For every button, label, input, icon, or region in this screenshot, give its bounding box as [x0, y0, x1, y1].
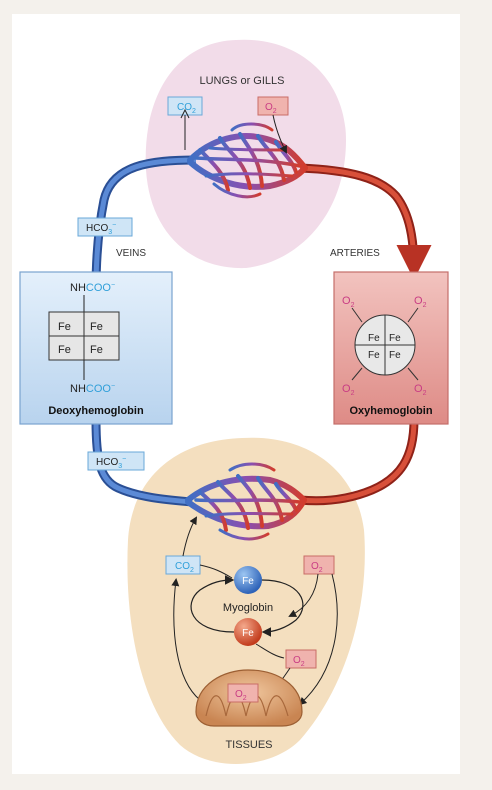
svg-text:HCO3−: HCO3−	[86, 222, 116, 236]
hco3-tag-upper: HCO3−	[77, 217, 133, 237]
tissue-capillary-bed	[185, 462, 307, 541]
svg-text:O2: O2	[311, 561, 323, 574]
lungs-label: LUNGS or GILLS	[200, 75, 285, 87]
veins-vessel	[91, 155, 197, 507]
deoxyhemoglobin-label: Deoxyhemoglobin	[48, 405, 144, 417]
lung-o2-arrow	[272, 114, 287, 154]
svg-text:CO2: CO2	[175, 561, 194, 574]
myoglobin-fe-oxy-icon	[234, 618, 262, 646]
veins-label: VEINS	[116, 248, 146, 259]
oxy-fe-1: Fe	[368, 333, 380, 344]
arteries-label: ARTERIES	[330, 248, 380, 259]
co2-myoglobin-link	[199, 564, 233, 579]
svg-text:CO2: CO2	[177, 102, 196, 115]
deoxy-fe-4: Fe	[90, 344, 103, 356]
oxy-fe-4: Fe	[389, 350, 401, 361]
oxyhemoglobin-label: Oxyhemoglobin	[349, 405, 432, 417]
lung-capillary-bed	[187, 122, 308, 199]
oxy-o2-2: O2	[414, 295, 427, 309]
myoglobin-fe-deoxy-icon	[234, 566, 262, 594]
deoxy-fe-3: Fe	[58, 344, 71, 356]
oxy-fe-3: Fe	[368, 350, 380, 361]
myoglobin-o2-tag: O2	[285, 649, 317, 669]
myoglobin-to-o2-arrow	[255, 643, 285, 659]
oxy-o2-3: O2	[342, 383, 355, 397]
deoxy-nh-bottom: NHCOO−	[70, 383, 115, 395]
hco3-tag-lower: HCO3−	[87, 451, 145, 471]
tissues-label: TISSUES	[225, 739, 272, 751]
deoxy-fe-2: Fe	[90, 321, 103, 333]
o2-direct-arrow	[298, 573, 338, 706]
co2-to-capillary-arrow	[182, 516, 198, 557]
o2-to-myoglobin-arrow	[288, 573, 319, 617]
oxy-fe-2: Fe	[389, 333, 401, 344]
myoglobin-cycle-right-arrow	[261, 579, 304, 637]
mitochondrion-o2-tag: O2	[227, 683, 259, 703]
myoglobin-cycle-left-arrow	[190, 575, 235, 633]
deoxyhemoglobin-box: NHCOO− Fe Fe Fe Fe NHCOO− Deoxyhemoglobi…	[19, 271, 173, 425]
tissue-co2-tag: CO2	[165, 555, 201, 575]
svg-text:O2: O2	[265, 102, 277, 115]
deoxy-nh-top: NHCOO−	[70, 282, 115, 294]
svg-text:O2: O2	[293, 655, 305, 668]
myoglobin-fe-oxy-label: Fe	[242, 628, 254, 639]
arteries-vessel	[299, 163, 432, 506]
co2-return-arrow	[171, 578, 201, 701]
myoglobin-label: Myoglobin	[223, 602, 273, 614]
svg-text:O2: O2	[235, 689, 247, 702]
myoglobin-fe-deoxy-label: Fe	[242, 576, 254, 587]
oxy-o2-1: O2	[342, 295, 355, 309]
oxyhemoglobin-box: Fe Fe Fe Fe O2 O2 O2 O2 Oxyhemoglobin	[333, 271, 449, 425]
deoxy-fe-1: Fe	[58, 321, 71, 333]
lung-co2-tag: CO2	[167, 96, 203, 116]
tissue-o2-tag: O2	[303, 555, 335, 575]
oxy-o2-4: O2	[414, 383, 427, 397]
lung-o2-tag: O2	[257, 96, 289, 116]
svg-text:HCO3−: HCO3−	[96, 456, 126, 470]
